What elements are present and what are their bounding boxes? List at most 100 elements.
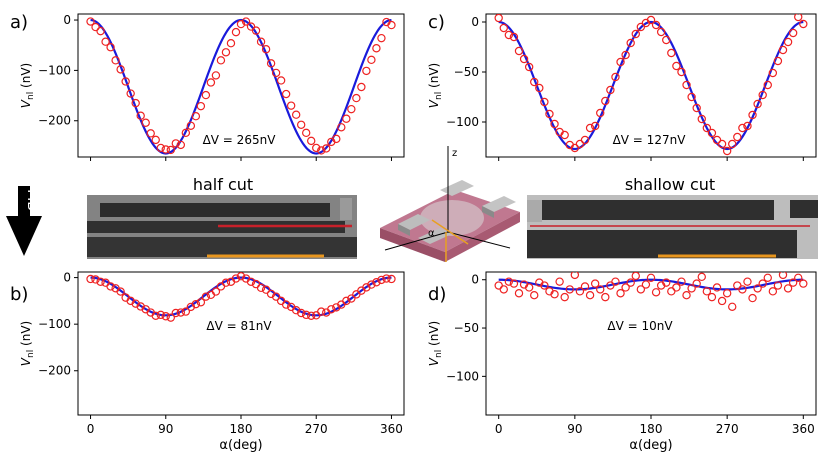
data-point <box>151 311 160 320</box>
data-point <box>788 28 798 38</box>
sem-image-shallow-cut <box>527 195 818 259</box>
data-point <box>261 285 271 294</box>
delta-v-annotation: ΔV = 265nV <box>203 133 277 147</box>
data-point <box>626 38 635 48</box>
data-point <box>116 65 125 74</box>
data-point <box>753 284 762 293</box>
data-point <box>773 56 783 66</box>
data-point <box>302 310 311 320</box>
fit-curve <box>498 278 804 291</box>
data-point <box>171 308 180 318</box>
data-point <box>753 99 762 109</box>
data-point <box>743 277 752 286</box>
data-point <box>677 277 686 286</box>
y-tick-label: 0 <box>471 15 479 29</box>
data-point <box>682 80 691 90</box>
inset-alpha-label: α <box>428 228 435 239</box>
data-point <box>596 108 605 118</box>
data-point <box>519 54 529 64</box>
data-point <box>667 287 676 296</box>
x-axis-label: α(deg) <box>219 438 262 453</box>
y-axis-label-unit: (nV) <box>427 321 441 350</box>
data-point <box>763 273 772 282</box>
data-point <box>256 37 266 46</box>
data-point <box>585 123 595 133</box>
data-point <box>126 89 135 98</box>
fib-arrow: FIB <box>6 186 42 256</box>
data-point <box>717 139 727 149</box>
data-point <box>236 272 246 281</box>
plot-area <box>86 17 396 155</box>
data-point <box>509 279 519 288</box>
image-title-half-cut: half cut <box>193 175 253 194</box>
data-point <box>530 290 539 300</box>
axes-frame <box>77 271 405 416</box>
y-tick-label: 0 <box>471 273 479 287</box>
data-point <box>641 280 651 289</box>
data-point <box>271 68 281 78</box>
data-point <box>768 287 778 296</box>
data-point <box>221 48 231 57</box>
data-point <box>281 300 291 309</box>
fib-label: FIB <box>24 189 40 211</box>
data-point <box>656 27 666 37</box>
plot-area <box>494 14 808 156</box>
y-axis-label-symbol: V <box>427 357 441 366</box>
data-point <box>580 135 590 145</box>
y-axis-label-subscript: nl <box>434 92 444 100</box>
data-point <box>352 93 361 103</box>
data-point <box>91 275 100 284</box>
data-point <box>687 284 696 293</box>
data-point <box>201 90 211 100</box>
data-point <box>196 101 206 111</box>
data-point <box>707 128 717 138</box>
data-point <box>768 68 778 78</box>
data-point <box>251 26 261 35</box>
x-tick-label: 270 <box>305 422 328 436</box>
data-point <box>570 272 580 280</box>
x-tick-label: 360 <box>380 422 403 436</box>
fit-curve <box>498 20 804 151</box>
data-point <box>697 114 706 124</box>
y-axis-label-unit: (nV) <box>19 321 33 350</box>
data-point <box>206 78 216 87</box>
data-point <box>312 143 321 153</box>
y-axis-label: Vnl (nV) <box>427 321 444 366</box>
data-point <box>116 287 125 296</box>
data-point <box>221 278 231 287</box>
data-point <box>672 283 681 292</box>
data-point <box>631 272 640 281</box>
data-point <box>738 123 747 133</box>
data-point <box>550 290 559 299</box>
data-point <box>590 121 600 131</box>
data-point <box>362 66 371 76</box>
data-point <box>707 292 717 302</box>
data-point <box>601 292 610 302</box>
data-point <box>585 290 595 300</box>
data-point <box>570 143 580 153</box>
y-tick-label: −100 <box>446 115 479 129</box>
data-point <box>296 308 306 318</box>
data-point <box>377 275 386 285</box>
y-axis-label-symbol: V <box>19 357 33 366</box>
y-axis-label-subscript: nl <box>26 350 36 358</box>
data-point <box>342 114 351 123</box>
data-point <box>504 30 514 40</box>
data-point <box>778 272 788 280</box>
data-point <box>636 22 646 32</box>
data-point <box>794 273 803 282</box>
data-point <box>722 289 732 298</box>
data-point <box>728 302 737 311</box>
x-tick-label: 270 <box>716 422 739 436</box>
data-point <box>332 134 341 144</box>
data-point <box>560 292 569 302</box>
data-point <box>106 282 115 291</box>
data-point <box>758 279 767 288</box>
panel-label-d: d) <box>428 284 446 305</box>
data-point <box>788 278 798 287</box>
data-point <box>748 110 757 120</box>
data-point <box>596 285 605 294</box>
data-point <box>494 14 503 23</box>
